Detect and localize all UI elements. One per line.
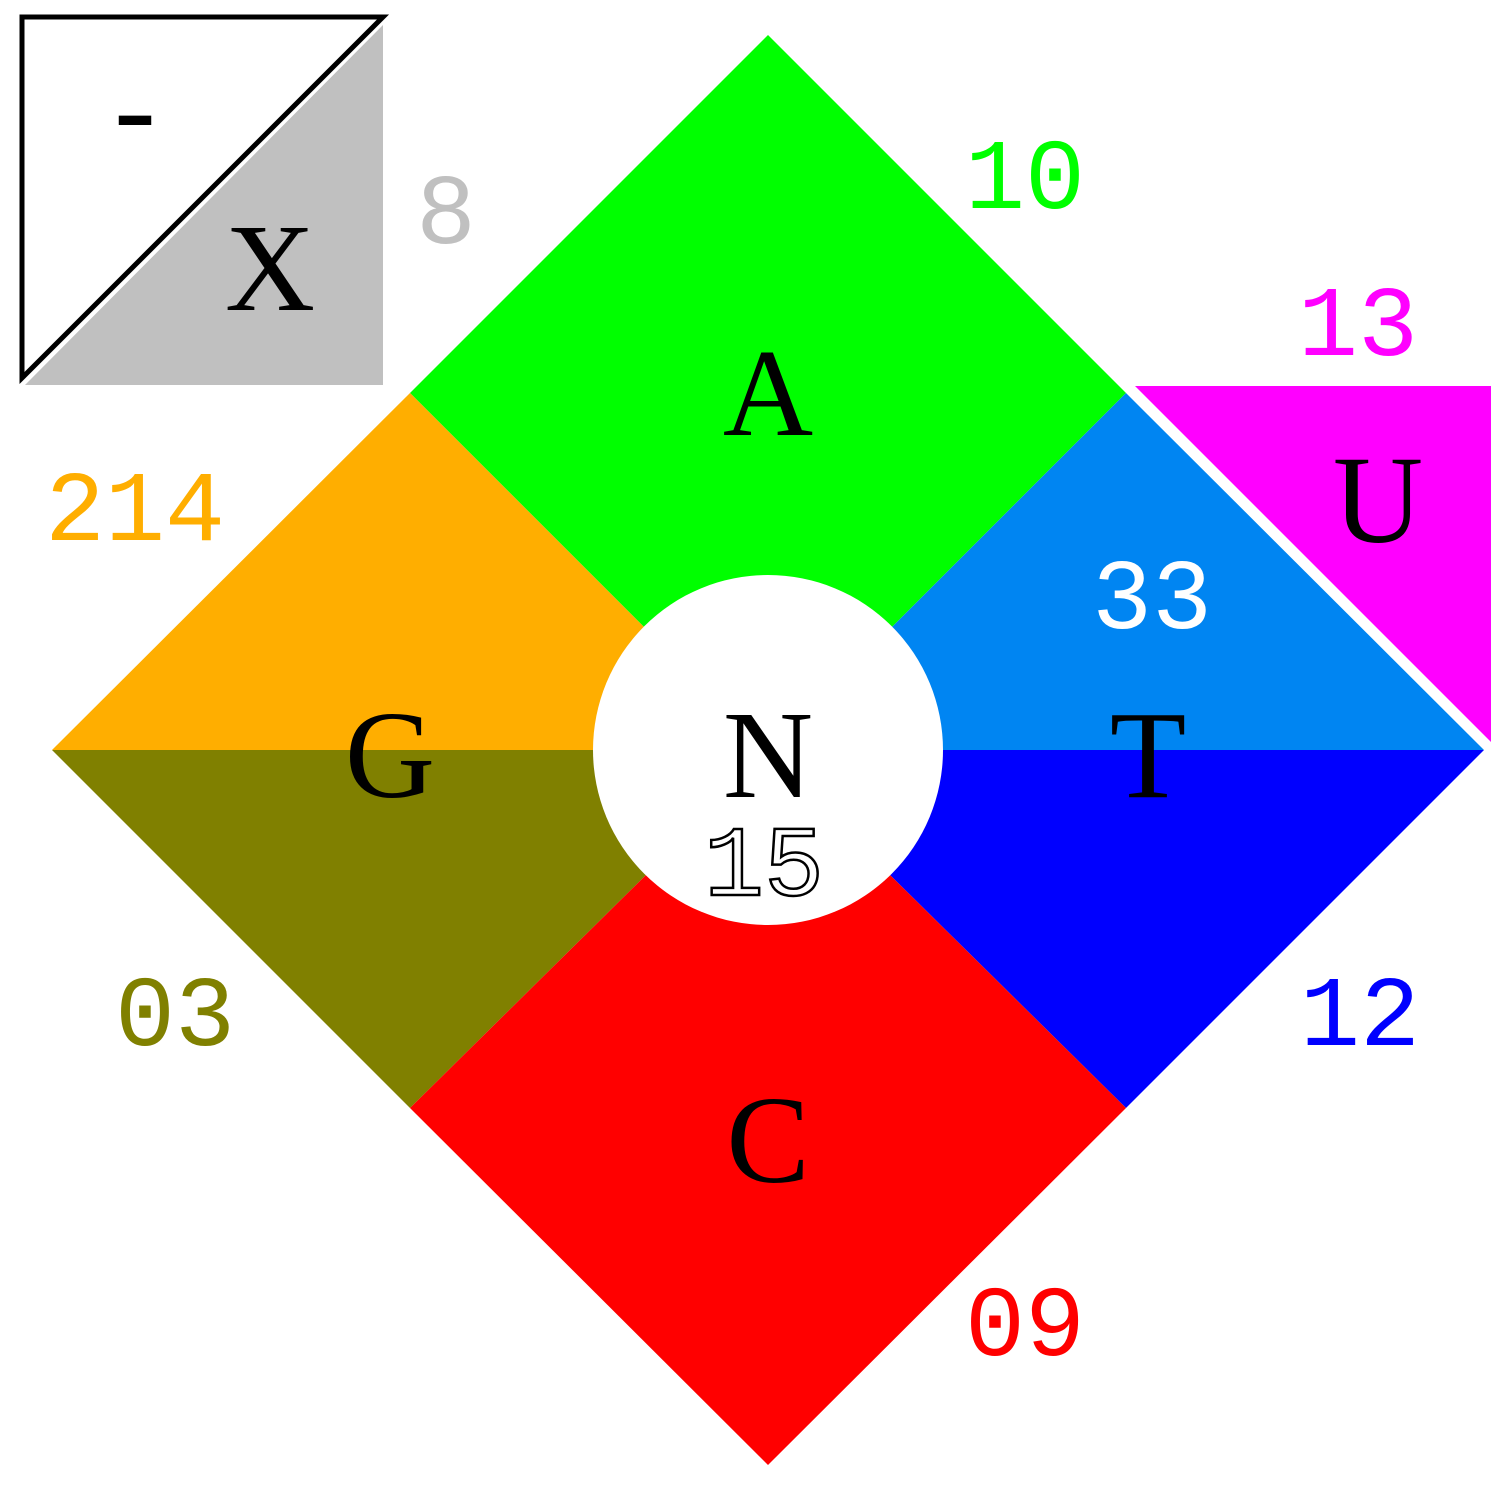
count-t-lower: 12: [1300, 963, 1420, 1076]
label-n: N: [723, 687, 813, 825]
label-a: A: [723, 325, 813, 463]
sector-t-upper: [890, 393, 1484, 750]
label-t: T: [1110, 687, 1186, 825]
count-t-upper: 33: [1092, 546, 1212, 659]
unknown-count-label: 8: [416, 161, 476, 274]
sector-a: [410, 35, 1126, 629]
legend-box: - X 8: [19, 14, 476, 385]
count-c: 09: [965, 1273, 1085, 1386]
legend-gap-symbol: -: [114, 40, 156, 178]
sector-t-lower: [890, 750, 1484, 1108]
count-a: 10: [965, 126, 1085, 239]
count-g-upper: 214: [45, 458, 225, 571]
sector-u: [1135, 386, 1491, 742]
sector-g-upper: [52, 393, 646, 750]
count-u: 13: [1298, 273, 1418, 386]
count-g-lower: 03: [115, 963, 235, 1076]
sector-g-lower: [52, 750, 646, 1108]
label-g: G: [345, 687, 435, 825]
center-circle-n: [593, 575, 943, 925]
label-u: U: [1333, 432, 1423, 570]
count-n: 15: [704, 813, 824, 926]
legend-unknown-fill: [25, 25, 383, 385]
sector-c: [410, 875, 1126, 1465]
legend-gap-triangle: [19, 14, 390, 385]
label-c: C: [726, 1072, 809, 1210]
legend-unknown-symbol: X: [225, 200, 315, 338]
